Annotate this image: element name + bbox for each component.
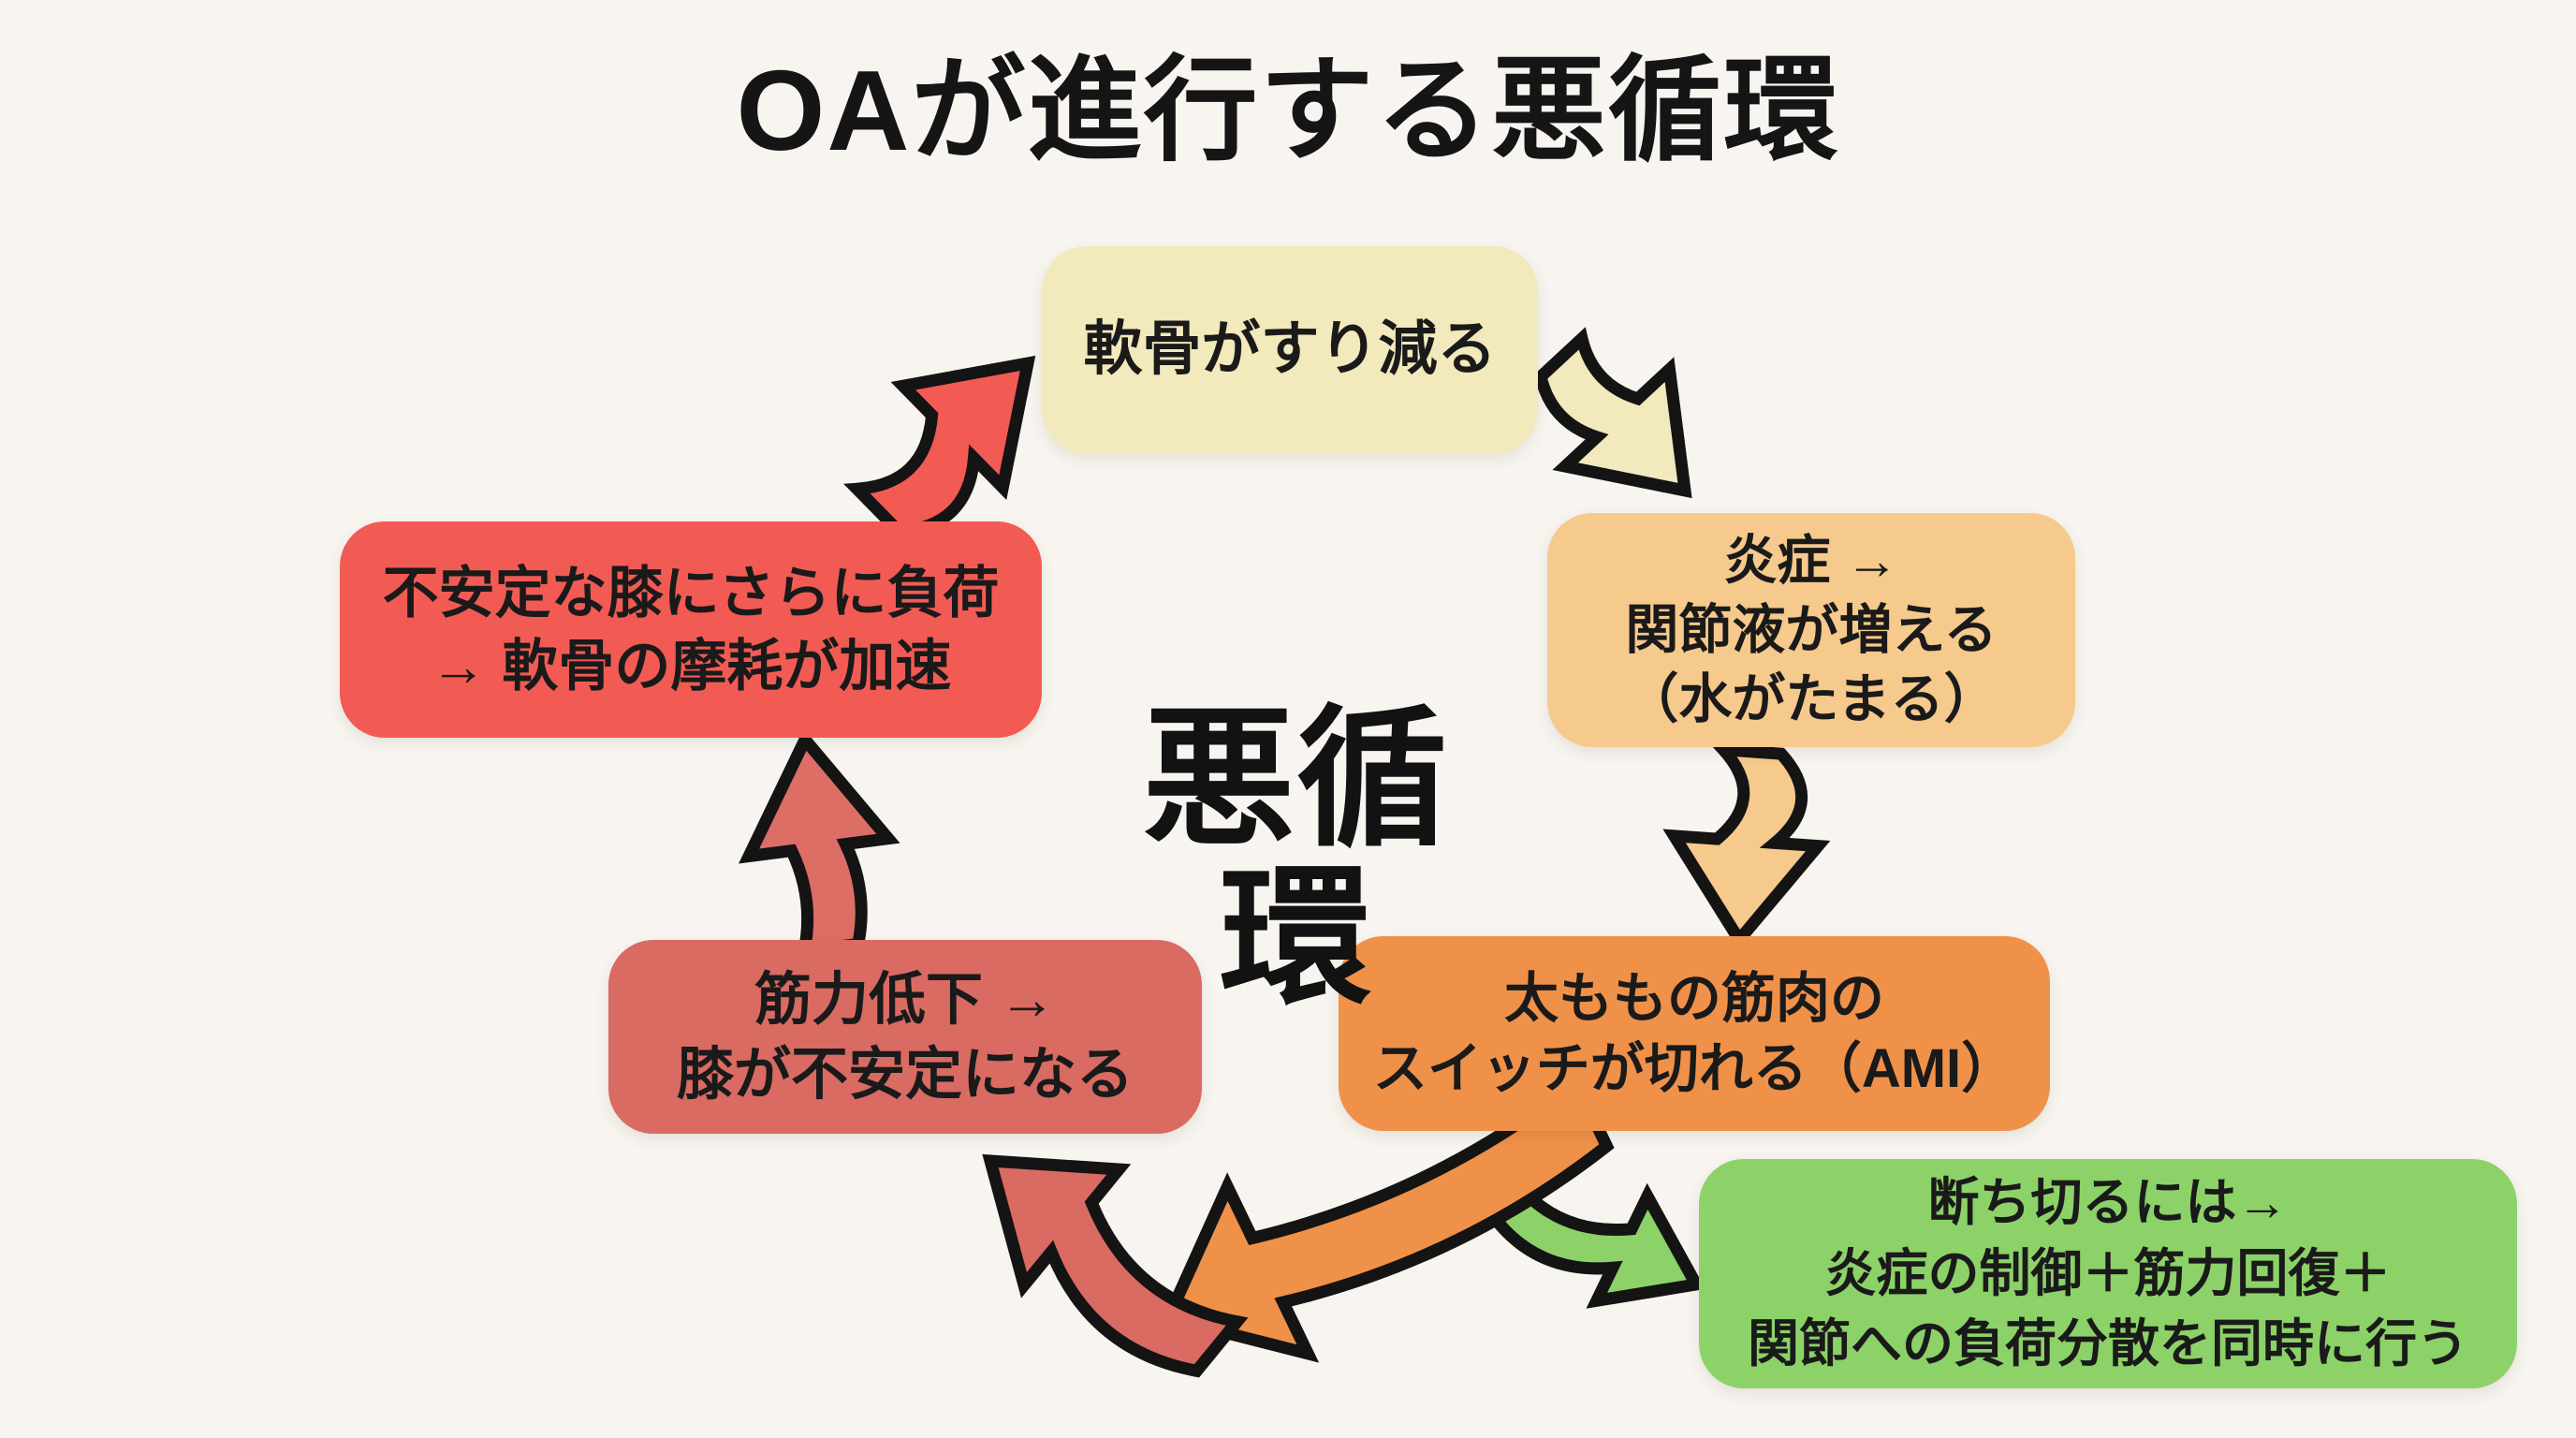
- diagram-title: OAが進行する悪循環: [736, 47, 1840, 174]
- arrow-overload-to-cartilage: [843, 355, 1036, 538]
- arrow-inflammation-to-ami: [1662, 742, 1831, 951]
- arrow-weakness-to-overload: [739, 728, 900, 959]
- node-muscle-weakness: 筋力低下 → 膝が不安定になる: [608, 940, 1202, 1134]
- center-label: 悪循環: [1143, 695, 1450, 1024]
- node-break-cycle: 断ち切るには→ 炎症の制御＋筋力回復＋ 関節への負荷分散を同時に行う: [1699, 1159, 2517, 1388]
- arrow-cartilage-to-inflammation: [1533, 327, 1692, 499]
- node-ami: 太ももの筋肉の スイッチが切れる（AMI）: [1339, 936, 2050, 1131]
- arrow-ami-to-weakness: [1159, 1072, 1615, 1363]
- node-inflammation: 炎症 → 関節液が増える （水がたまる）: [1547, 513, 2075, 747]
- arrow-ami-to-weakness-tip: [982, 1153, 1249, 1378]
- node-knee-overload: 不安定な膝にさらに負荷 → 軟骨の摩耗が加速: [340, 521, 1042, 738]
- node-cartilage-wear: 軟骨がすり減る: [1042, 246, 1538, 454]
